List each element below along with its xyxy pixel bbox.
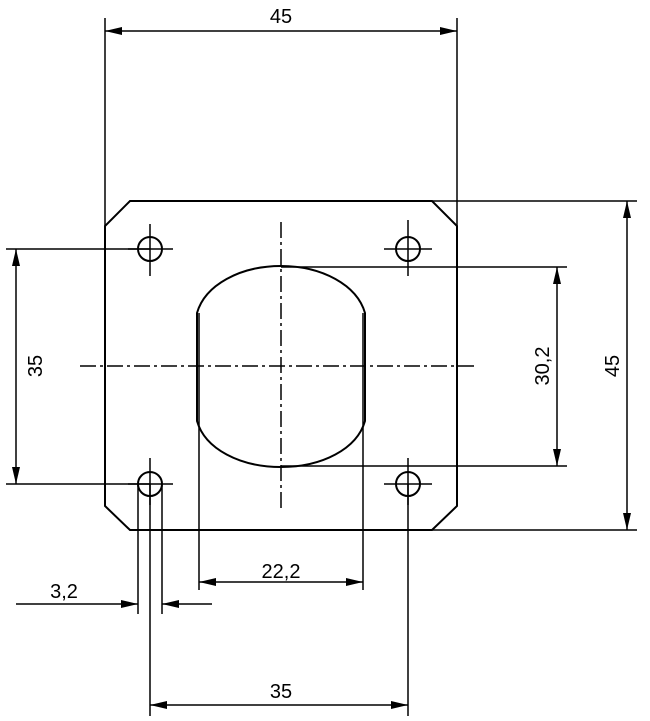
- dimension-opening-height: 30,2: [281, 266, 567, 467]
- dimension-hole-spacing-vertical: 35: [6, 248, 150, 485]
- dimension-hole-spacing-horizontal: 35: [149, 484, 409, 716]
- central-opening: [196, 264, 366, 469]
- dimension-opening-width: 22,2: [198, 313, 364, 590]
- dimension-overall-height: 45: [432, 200, 637, 531]
- hole-spacing-vertical-label: 35: [25, 355, 47, 377]
- hole-crosshairs: [128, 220, 432, 505]
- overall-height-label: 45: [602, 355, 624, 377]
- dimension-hole-diameter: 3,2: [16, 484, 212, 614]
- hole-spacing-horizontal-label: 35: [270, 681, 292, 703]
- opening-height-label: 30,2: [532, 347, 554, 386]
- center-lines: [80, 222, 478, 510]
- dimension-overall-width: 45: [104, 6, 458, 226]
- opening-width-label: 22,2: [262, 561, 301, 583]
- hole-diameter-label: 3,2: [50, 581, 78, 603]
- overall-width-label: 45: [270, 6, 292, 28]
